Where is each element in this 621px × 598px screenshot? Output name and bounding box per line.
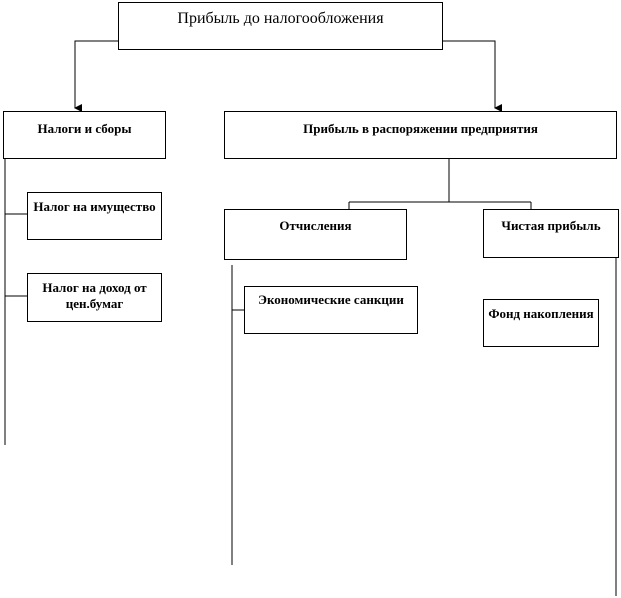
accumulation-fund-label: Фонд накопления [488,306,594,321]
property-tax-box: Налог на имущество [27,192,162,240]
root-left-connector [74,40,118,112]
securities-tax-label: Налог на доход от цен.бумаг [42,280,147,312]
root-right-connector [443,40,502,112]
net-profit-label: Чистая прибыль [501,218,601,233]
sanctions-box: Экономические санкции [244,286,418,334]
accumulation-fund-box: Фонд накопления [483,299,599,347]
deductions-box: Отчисления [224,209,407,260]
securities-tax-box: Налог на доход от цен.бумаг [27,273,162,322]
property-tax-label: Налог на имущество [33,199,156,214]
sanctions-label: Экономические санкции [258,292,404,307]
taxes-label: Налоги и сборы [37,121,132,136]
net-profit-box: Чистая прибыль [483,209,619,258]
root-label: Прибыль до налогообложения [177,10,384,27]
deductions-label: Отчисления [279,218,352,233]
enterprise-box: Прибыль в распоряжении предприятия [224,111,617,159]
root-box: Прибыль до налогообложения [118,2,443,50]
taxes-box: Налоги и сборы [3,111,166,159]
enterprise-label: Прибыль в распоряжении предприятия [303,121,538,136]
